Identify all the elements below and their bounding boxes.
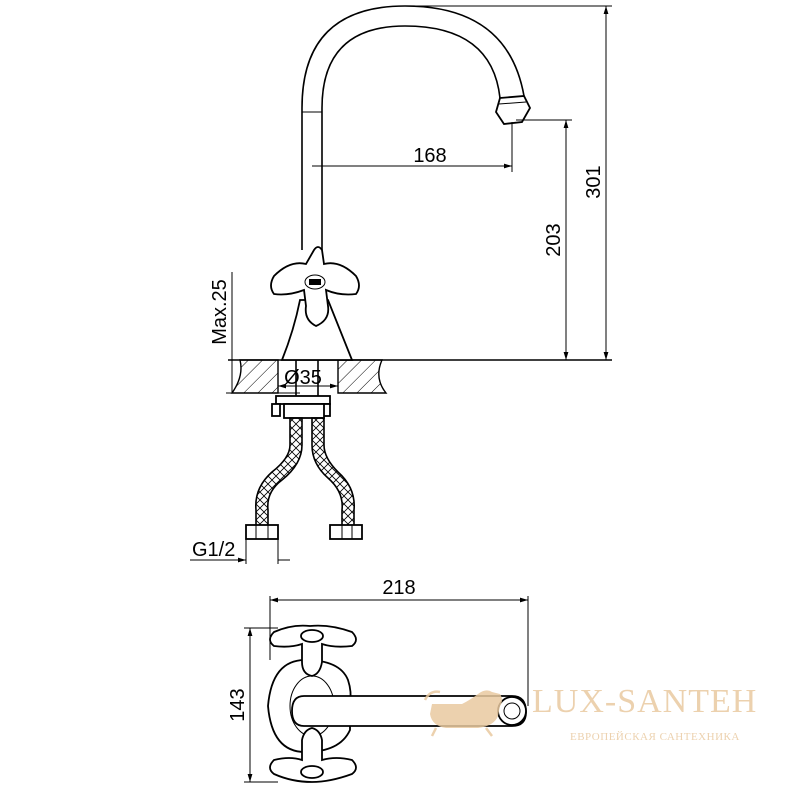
dim-301-label: 301 <box>583 165 605 198</box>
bathtub-logo-icon <box>423 690 502 737</box>
dim-168-label: 168 <box>413 145 446 167</box>
dim-hole-diameter: Ø35 <box>278 367 338 389</box>
aerator <box>495 95 532 125</box>
dim-thread: G1/2 <box>190 539 290 564</box>
dim-203-label: 203 <box>543 223 565 256</box>
dim-spout-height: 203 <box>516 119 572 360</box>
faucet-body <box>280 299 354 361</box>
side-view: 168 203 301 Max.25 Ø35 <box>190 5 612 564</box>
watermark: LUX-SANTEH ЕВРОПЕЙСКАЯ САНТЕХНИКА <box>423 683 757 743</box>
dim-143-label: 143 <box>227 688 249 721</box>
cross-handle-top-upper <box>269 624 357 677</box>
dim-d35-label: Ø35 <box>284 367 322 389</box>
dim-max25-label: Max.25 <box>209 279 231 345</box>
watermark-brand: LUX-SANTEH <box>532 683 757 720</box>
countertop-section <box>228 359 388 394</box>
watermark-tagline: ЕВРОПЕЙСКАЯ САНТЕХНИКА <box>570 731 740 743</box>
dim-handle-span: 143 <box>227 627 278 783</box>
spout <box>301 5 532 250</box>
hose-nut-left <box>245 524 279 540</box>
mounting-shank <box>271 360 331 419</box>
dim-total-height: 301 <box>405 5 612 360</box>
dim-spout-reach: 168 <box>312 122 513 172</box>
hose-nut-right <box>329 524 363 540</box>
cross-handle-top-lower <box>269 727 357 783</box>
flexible-hoses <box>245 417 363 540</box>
cross-handle-side <box>270 246 360 327</box>
dim-max-thickness: Max.25 <box>209 272 242 394</box>
dim-g12-label: G1/2 <box>192 539 235 561</box>
top-view: 218 143 <box>227 577 529 783</box>
dim-218-label: 218 <box>382 577 415 599</box>
